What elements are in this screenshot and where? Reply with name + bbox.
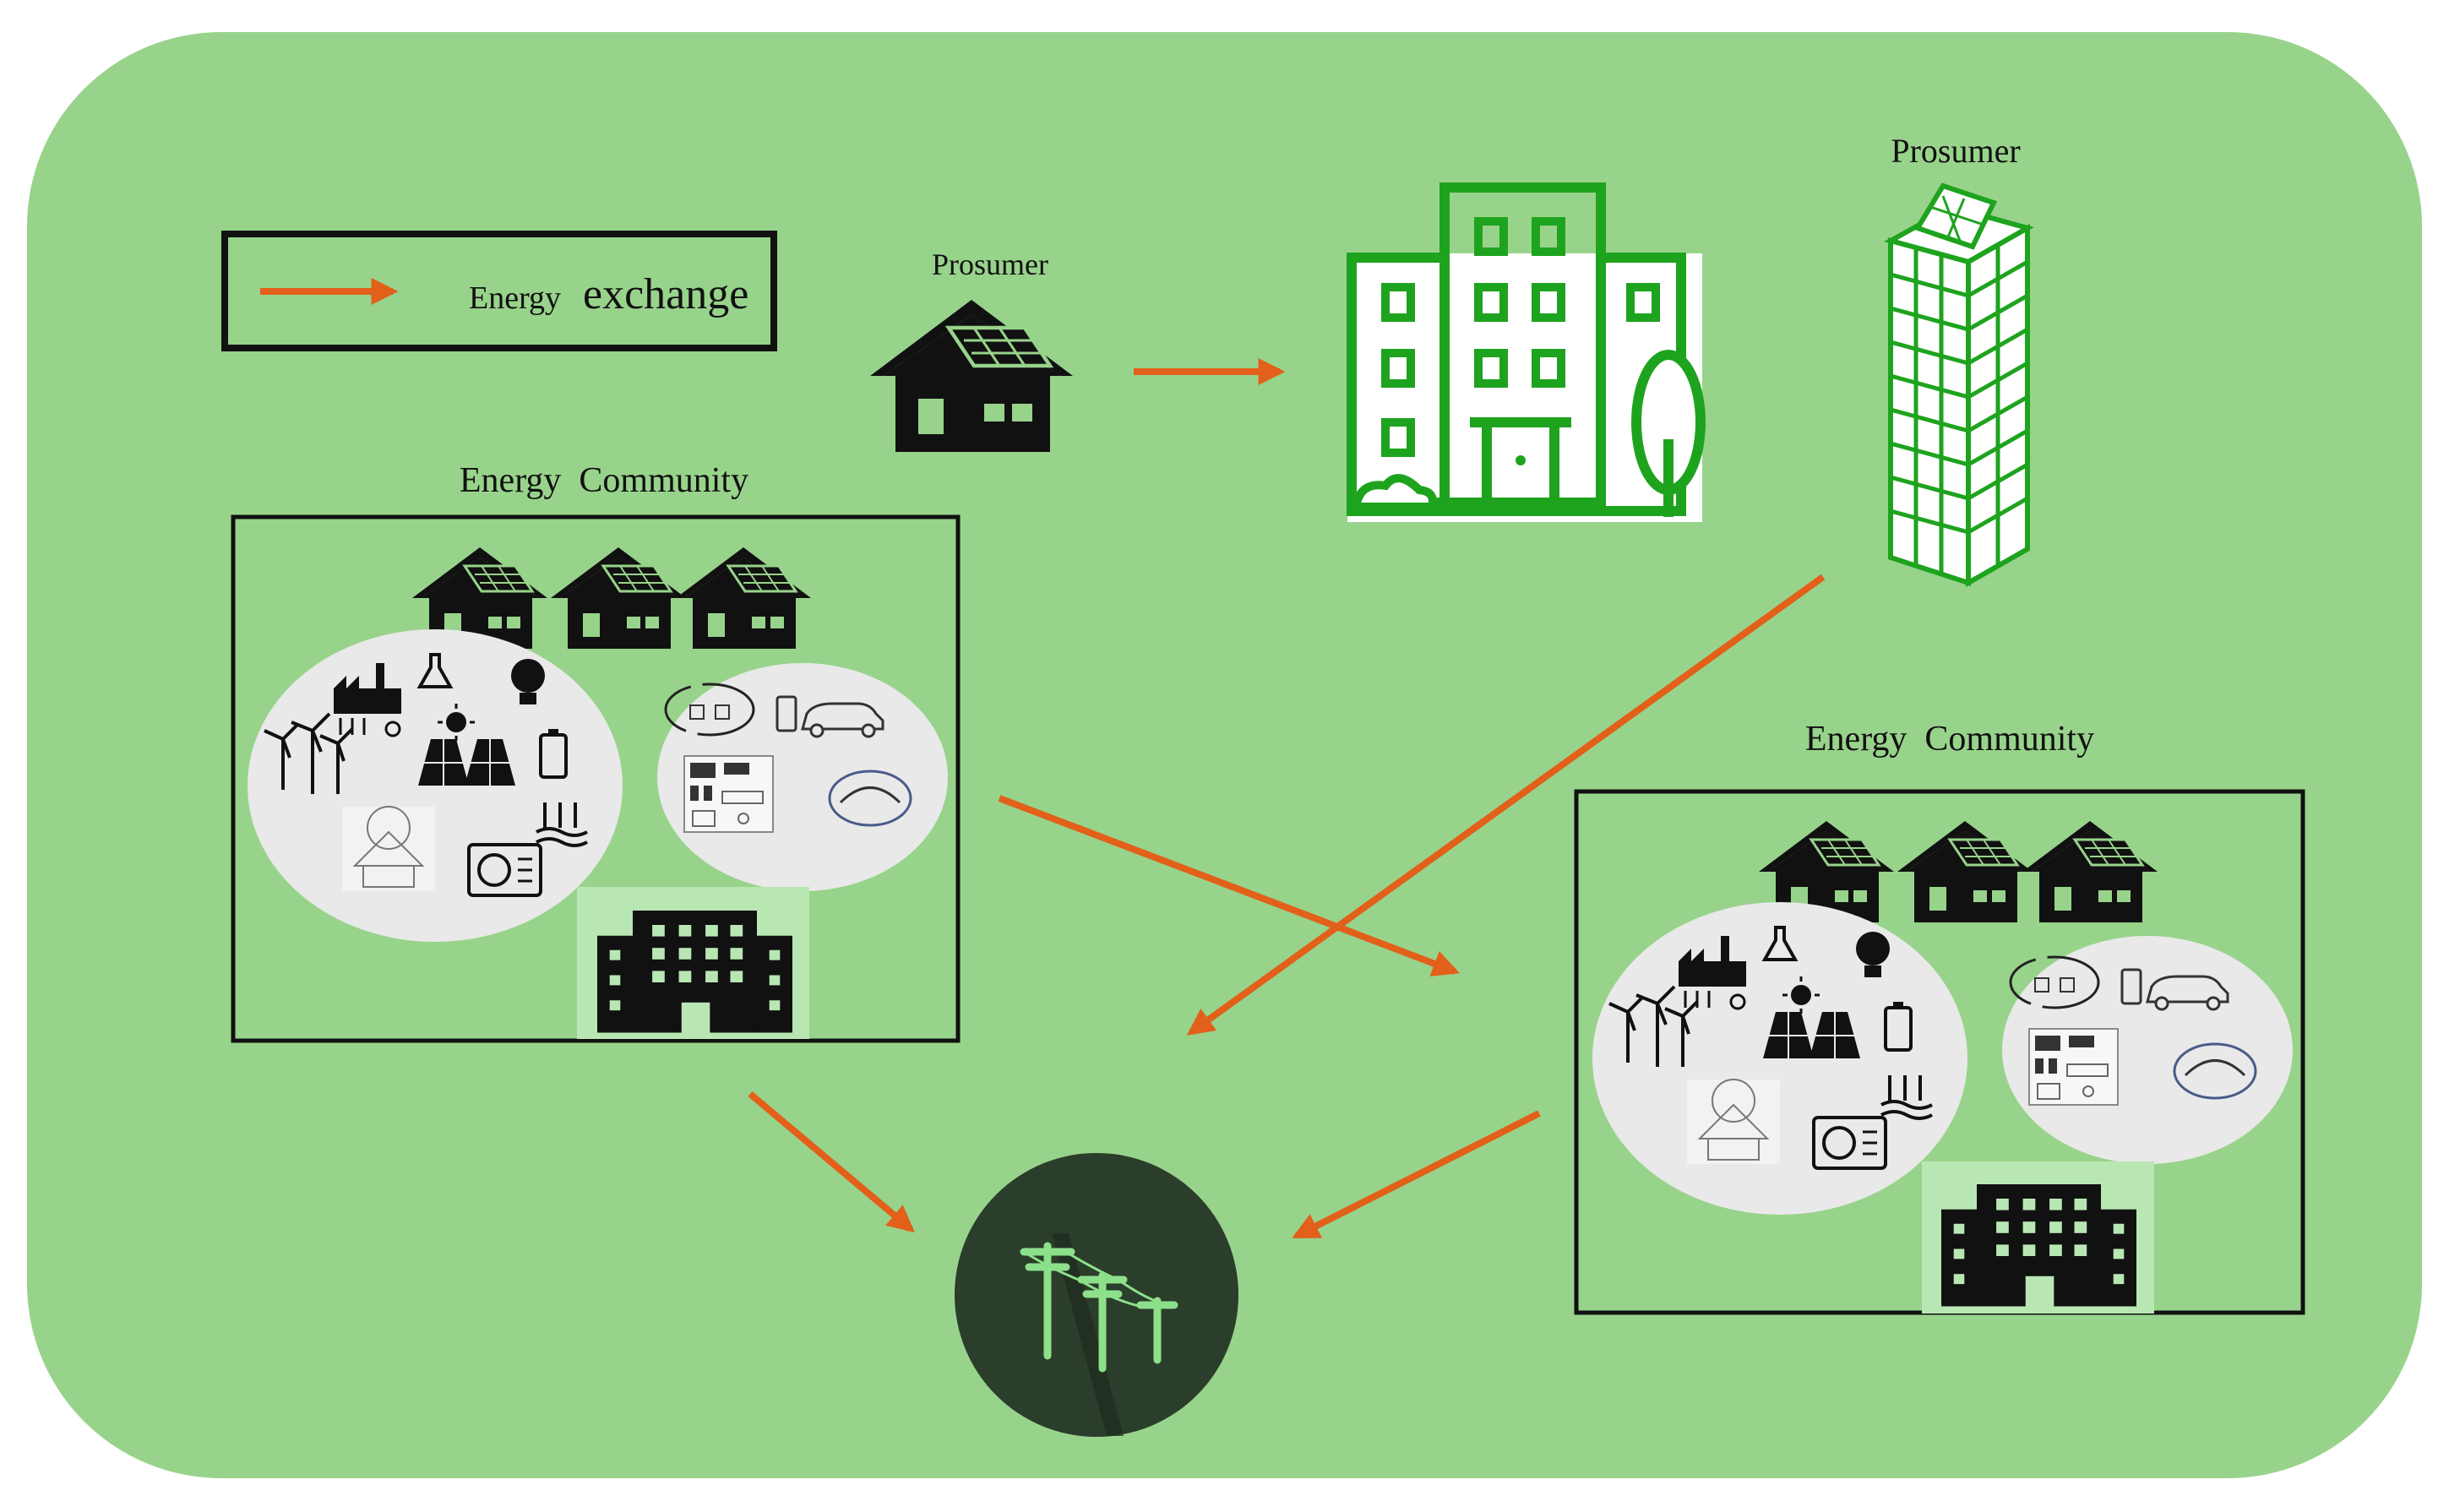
- energy-exchange-arrows: [748, 358, 1826, 1239]
- legend: Energy exchange: [221, 231, 777, 351]
- arrow-tower-to-grid-area: [1186, 574, 1826, 1036]
- legend-label-suffix: exchange: [583, 270, 748, 318]
- prosumer-house-label: Prosumer: [932, 247, 1048, 281]
- arrow-community-left-to-right: [998, 795, 1460, 976]
- community-left-label: Energy Community: [460, 461, 748, 500]
- arrow-community-left-to-grid: [748, 1090, 915, 1233]
- legend-label-prefix: Energy: [469, 280, 561, 316]
- community-right-label: Energy Community: [1805, 720, 2094, 759]
- arrow-community-right-to-grid: [1292, 1110, 1541, 1239]
- prosumer-tower-label: Prosumer: [1891, 132, 2020, 170]
- community-left-box: [231, 514, 961, 1043]
- energy-community-right: [1574, 789, 2305, 1315]
- skyscraper-solar-icon: [1884, 182, 2034, 588]
- energy-community-left: [231, 514, 961, 1043]
- office-building-icon: [1347, 182, 1706, 522]
- legend-box: [221, 231, 777, 351]
- power-grid-icon: [955, 1153, 1238, 1437]
